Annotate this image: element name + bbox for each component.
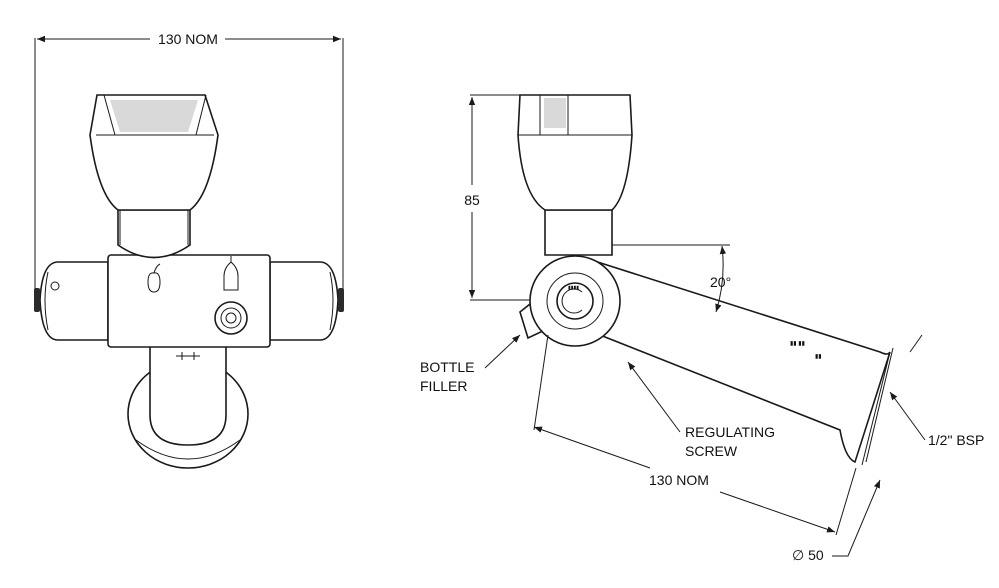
thread-label: 1/2" BSP bbox=[928, 432, 984, 448]
height-dimension: 85 bbox=[464, 94, 540, 301]
front-body bbox=[107, 254, 271, 348]
thread-callout: 1/2" BSP bbox=[889, 334, 984, 448]
front-head bbox=[89, 94, 219, 259]
front-view: 130 NOM bbox=[34, 31, 344, 469]
bottle-filler-callout: BOTTLE FILLER bbox=[420, 334, 521, 394]
side-view: 85 ▮▮ ▮▮ ▮▮ ▮▮▮▮ bbox=[420, 94, 984, 563]
front-right-knob bbox=[269, 261, 344, 341]
front-left-knob bbox=[34, 261, 109, 341]
regulating-screw-callout: REGULATING SCREW bbox=[627, 361, 775, 459]
bottle-filler-label-1: BOTTLE bbox=[420, 359, 474, 375]
side-length-label: 130 NOM bbox=[649, 472, 709, 488]
angle-label: 20° bbox=[710, 274, 731, 290]
regulating-label-2: SCREW bbox=[685, 443, 738, 459]
bottle-filler-label-2: FILLER bbox=[420, 378, 467, 394]
side-head bbox=[517, 94, 633, 256]
side-length-dimension: 130 NOM bbox=[533, 334, 857, 536]
arm-marking: ▮▮ ▮▮ bbox=[790, 341, 805, 347]
front-width-dimension: 130 NOM bbox=[34, 31, 344, 300]
regulating-label-1: REGULATING bbox=[685, 424, 775, 440]
flange-diameter-label: ∅ 50 bbox=[792, 547, 824, 563]
hub-marking: ▮▮▮▮ bbox=[568, 285, 579, 291]
angle-dimension: 20° bbox=[612, 244, 731, 313]
flange-diameter-callout: ∅ 50 bbox=[792, 479, 881, 563]
arm-marking-2: ▮▮ bbox=[815, 354, 822, 360]
front-flange bbox=[127, 344, 249, 469]
side-hub: ▮▮▮▮ bbox=[519, 255, 621, 347]
side-arm: ▮▮ ▮▮ ▮▮ bbox=[583, 256, 894, 466]
front-width-label: 130 NOM bbox=[158, 31, 218, 47]
height-label: 85 bbox=[464, 192, 480, 208]
